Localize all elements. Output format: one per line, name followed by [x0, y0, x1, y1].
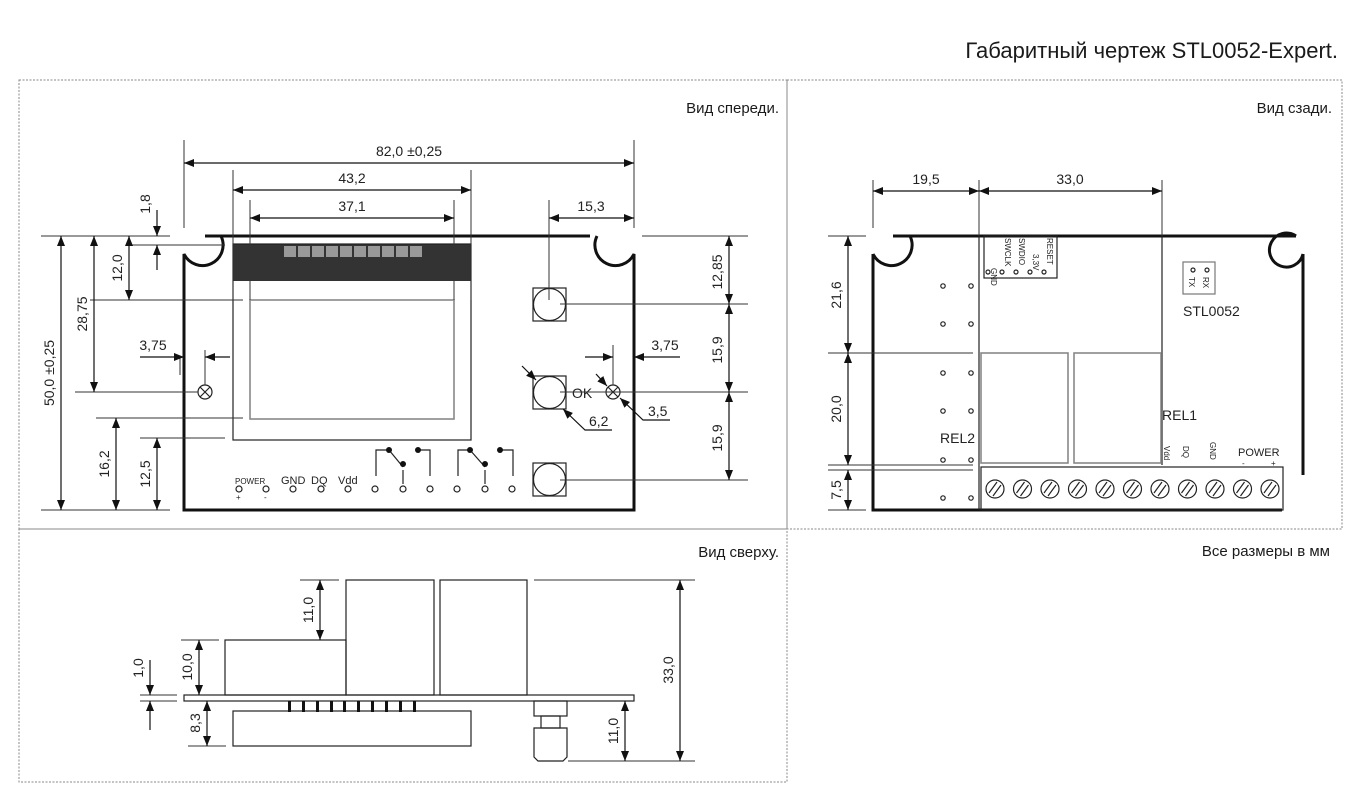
back-gnd-label: GND [1208, 442, 1217, 460]
terminal-screw [1040, 479, 1060, 499]
dim-led-left-offset: 3,75 [139, 337, 166, 353]
terminal-screw [1122, 479, 1143, 499]
top-view-label: Вид сверху. [698, 544, 779, 561]
drawing-title: Габаритный чертеж STL0052-Expert. [965, 38, 1338, 63]
back-board-outline [871, 231, 1305, 512]
svg-text:SWCLK: SWCLK [1003, 238, 1012, 267]
top-view-frame [18, 528, 788, 783]
dim-display-top: 12,0 [109, 254, 125, 281]
svg-text:RX: RX [1201, 277, 1210, 289]
relay-symbol-2 [457, 447, 514, 484]
dim-button-depth: 11,0 [605, 718, 621, 744]
power-label: POWER [235, 477, 265, 486]
programming-pins: GND SWCLK SWDIO 3,3V RESET [985, 238, 1054, 286]
dim-bottom-16: 16,2 [96, 450, 112, 477]
dim-button-pitch-2: 15,9 [709, 424, 725, 451]
units-note: Все размеры в мм [1201, 543, 1330, 560]
dim-block-height: 10,0 [179, 653, 195, 680]
terminal-screw [1150, 479, 1170, 499]
vdd-label: Vdd [338, 475, 358, 487]
led-left [197, 384, 213, 400]
terminal-screw [1260, 479, 1280, 499]
uart-pins: RX TX [1187, 267, 1210, 289]
relay-side-2 [439, 579, 528, 696]
terminal-screw [1012, 479, 1033, 499]
dim-display-depth: 8,3 [187, 713, 203, 733]
dim-button-diameter: 6,2 [589, 413, 609, 429]
back-view-label: Вид сзади. [1257, 100, 1332, 117]
display-pins [288, 701, 416, 712]
back-view: GND SWCLK SWDIO 3,3V RESET RX TX STL0052… [828, 171, 1305, 512]
dim-back-left-offset: 19,5 [912, 171, 939, 187]
dim-button-top: 12,85 [709, 254, 725, 289]
terminal-screws [985, 479, 1280, 499]
svg-text:GND: GND [989, 268, 998, 286]
terminal-screw [1232, 479, 1253, 499]
svg-text:3,3V: 3,3V [1031, 254, 1040, 271]
dim-led-height: 28,75 [74, 296, 90, 331]
dim-relay-height: 11,0 [300, 597, 316, 623]
relay-pin-holes [940, 283, 974, 501]
terminal-screw [1067, 479, 1088, 499]
rel2-label: REL2 [940, 430, 975, 446]
pcb-edge [183, 694, 635, 702]
programming-header [983, 235, 1058, 279]
dim-bottom-12: 12,5 [137, 460, 153, 487]
terminal-block-side [224, 639, 347, 696]
dim-led-right-offset: 3,75 [651, 337, 678, 353]
back-view-frame [786, 79, 1343, 530]
model-label: STL0052 [1183, 303, 1240, 319]
dim-button-pitch-1: 15,9 [709, 336, 725, 363]
terminal-screw [1095, 479, 1115, 499]
back-power-label: POWER [1238, 447, 1280, 459]
dim-top-section: 21,6 [828, 281, 844, 308]
dim-bottom-section: 7,5 [828, 480, 844, 500]
gnd-label: GND [281, 475, 306, 487]
svg-text:SWDIO: SWDIO [1017, 238, 1026, 265]
dim-overall-width: 82,0 ±0,25 [376, 143, 442, 159]
button-side [533, 700, 568, 762]
dq-label: DQ [311, 475, 328, 487]
display-screen [249, 299, 455, 420]
terminal-screw [985, 479, 1005, 499]
terminal-block [980, 466, 1284, 511]
front-board-outline [182, 234, 636, 512]
terminal-screw [1205, 479, 1225, 499]
display-module [232, 243, 472, 441]
dim-mid-section: 20,0 [828, 395, 844, 422]
dim-led-diameter: 3,5 [648, 403, 668, 419]
dim-pcb-thickness: 1,0 [130, 658, 146, 678]
svg-text:RESET: RESET [1045, 238, 1054, 265]
front-view-label: Вид спереди. [686, 100, 779, 117]
dim-display-outer: 43,2 [338, 170, 365, 186]
relay-side-1 [345, 579, 435, 696]
power-plus-label: + [236, 493, 241, 502]
uart-header [1182, 261, 1216, 295]
power-minus-label: - [264, 493, 267, 502]
relay-2-body [980, 352, 1069, 464]
back-minus-label: - [1242, 459, 1245, 468]
relay-1-body [1073, 352, 1162, 464]
terminal-holes [235, 485, 516, 493]
back-dq-label: DQ [1181, 446, 1190, 458]
terminal-screw [1177, 479, 1198, 499]
svg-text:TX: TX [1187, 277, 1196, 288]
display-side [232, 710, 472, 747]
rel1-label: REL1 [1162, 407, 1197, 423]
dim-button-offset: 15,3 [577, 198, 604, 214]
display-contacts [284, 246, 422, 257]
back-vdd-label: Vdd [1162, 446, 1171, 460]
dim-overall-depth: 33,0 [660, 656, 676, 683]
dim-display-inner: 37,1 [338, 198, 365, 214]
back-plus-label: + [1271, 459, 1276, 468]
relay-symbol-1 [375, 447, 431, 484]
dim-top-gap: 1,8 [137, 194, 153, 214]
ok-label: OK [572, 385, 593, 401]
dim-relay-width: 33,0 [1056, 171, 1083, 187]
dim-overall-height: 50,0 ±0,25 [41, 340, 57, 406]
front-view: OK POWER + - GND DQ Vdd 82,0 ±0,25 43,2 … [41, 140, 748, 512]
top-view: 11,0 10,0 1,0 8,3 33,0 11,0 [130, 579, 695, 762]
